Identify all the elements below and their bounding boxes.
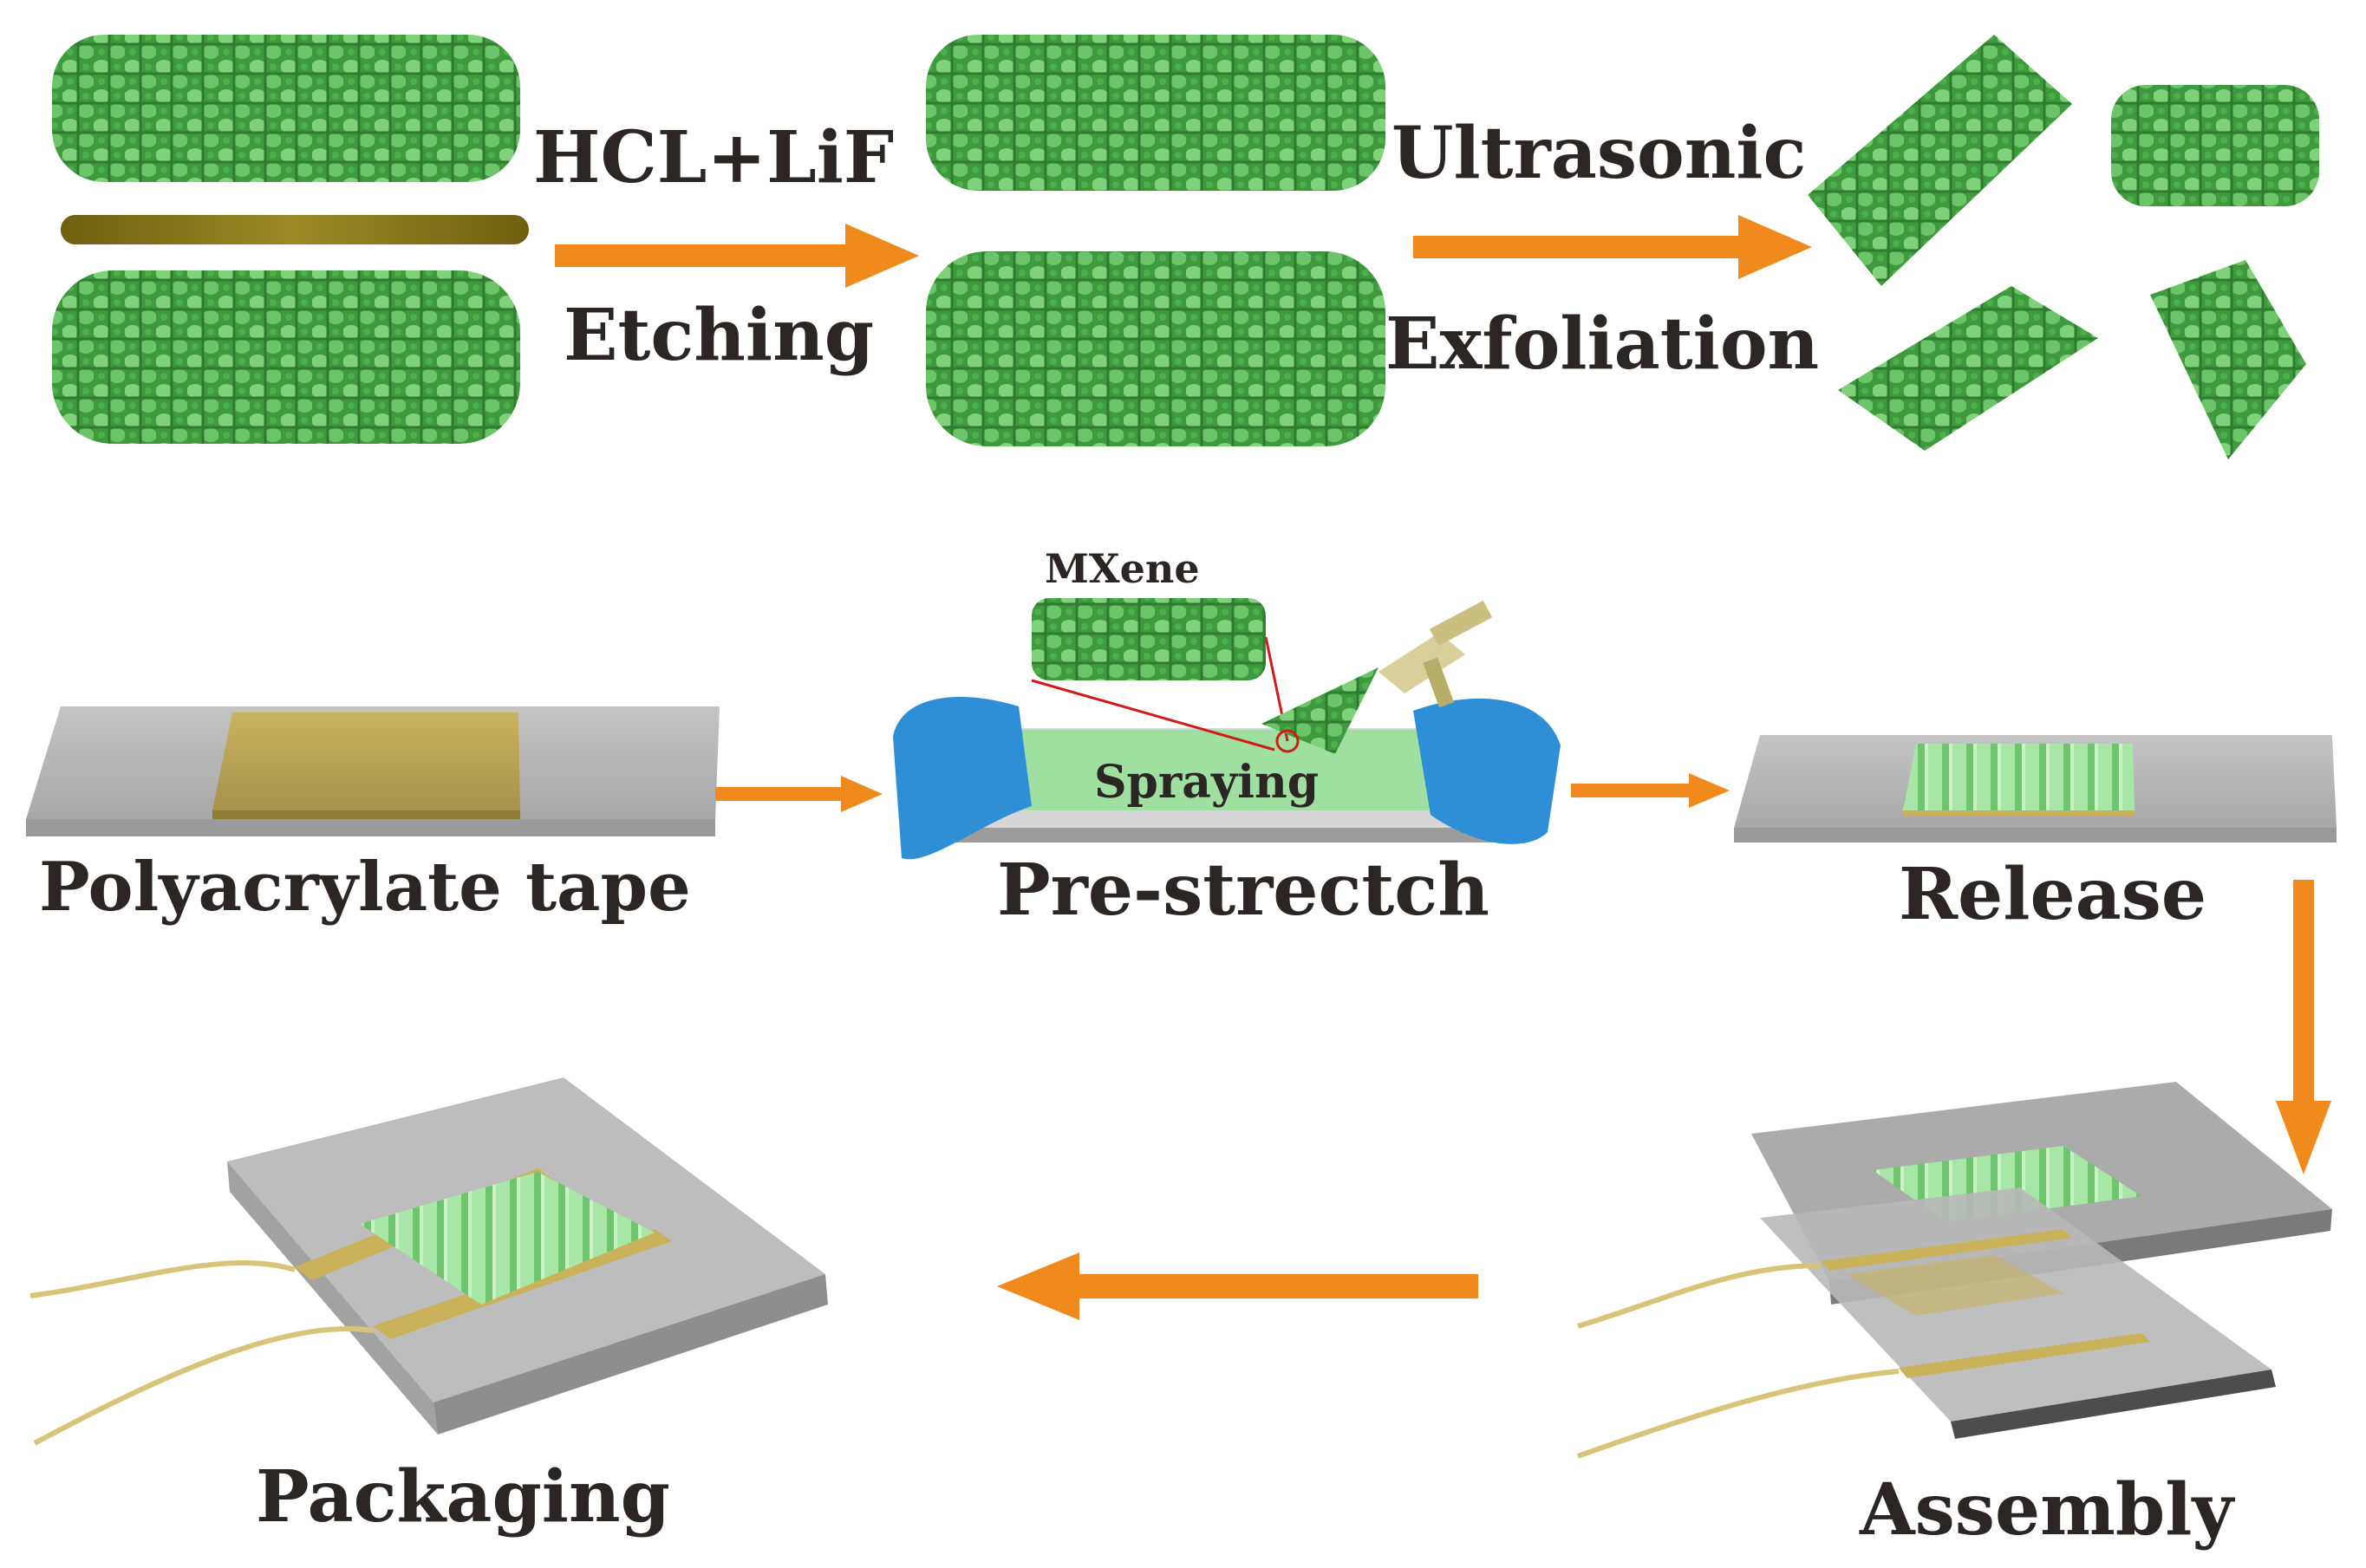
wrinkled-mxene [1903, 744, 2135, 810]
roller-right [1413, 698, 1561, 844]
max-phase-stack [52, 35, 529, 444]
arrow-to-release [1571, 773, 1730, 808]
base-layer [1760, 1187, 2271, 1422]
exfoliated-flakes [1808, 35, 2319, 459]
label-mxene: MXene [1045, 545, 1200, 592]
label-hcl-lif: HCL+LiF [533, 116, 894, 199]
arrow-etching [555, 224, 919, 288]
packaging-illustration [29, 1077, 828, 1446]
flake-1 [1808, 35, 2072, 286]
arrow-to-prestretch [715, 776, 883, 812]
spray-gun-icon [1379, 600, 1493, 708]
flake-4 [2150, 260, 2306, 459]
label-polyacrylate-tape: Polyacrylate tape [39, 848, 691, 927]
mxene-layer-lower [52, 270, 520, 444]
lead-wire-1 [1577, 1263, 1822, 1329]
lead-wire-2 [33, 1325, 374, 1446]
electrode-grid [1847, 1255, 2063, 1316]
mxene-inset [1032, 598, 1266, 680]
label-assembly: Assembly [1859, 1468, 2235, 1552]
mxene-layer-upper [52, 35, 520, 182]
flake-3 [1838, 286, 2098, 451]
arrow-exfoliation [1413, 215, 1812, 279]
etched-mxene-stack [926, 35, 1385, 446]
prestretch-illustration [893, 598, 1561, 860]
interlayer-band [61, 215, 529, 244]
mxene-film [988, 730, 1458, 810]
mxene-layer-lower [926, 251, 1385, 446]
release-illustration [1734, 735, 2337, 843]
lead-wire-2 [1576, 1369, 1900, 1459]
arrow-down-to-assembly [2276, 880, 2331, 1174]
label-exfoliation: Exfoliation [1385, 303, 1819, 386]
label-packaging: Packaging [256, 1455, 670, 1539]
arrow-to-packaging [997, 1252, 1478, 1320]
roller-left [893, 697, 1032, 860]
label-ultrasonic: Ultrasonic [1392, 112, 1806, 195]
label-spraying: Spraying [1094, 756, 1319, 809]
lead-wire-1 [29, 1259, 296, 1298]
tape [212, 712, 520, 810]
flake-2 [2111, 85, 2319, 206]
label-etching: Etching [564, 294, 874, 377]
assembly-illustration [1576, 1082, 2332, 1459]
label-release: Release [1899, 853, 2206, 936]
label-prestretch: Pre-strectch [997, 849, 1489, 932]
polyacrylate-tape-illustration [26, 706, 720, 836]
sensor-film [360, 1172, 655, 1304]
mxene-layer-upper [926, 35, 1385, 191]
callout-line [1031, 679, 1275, 751]
